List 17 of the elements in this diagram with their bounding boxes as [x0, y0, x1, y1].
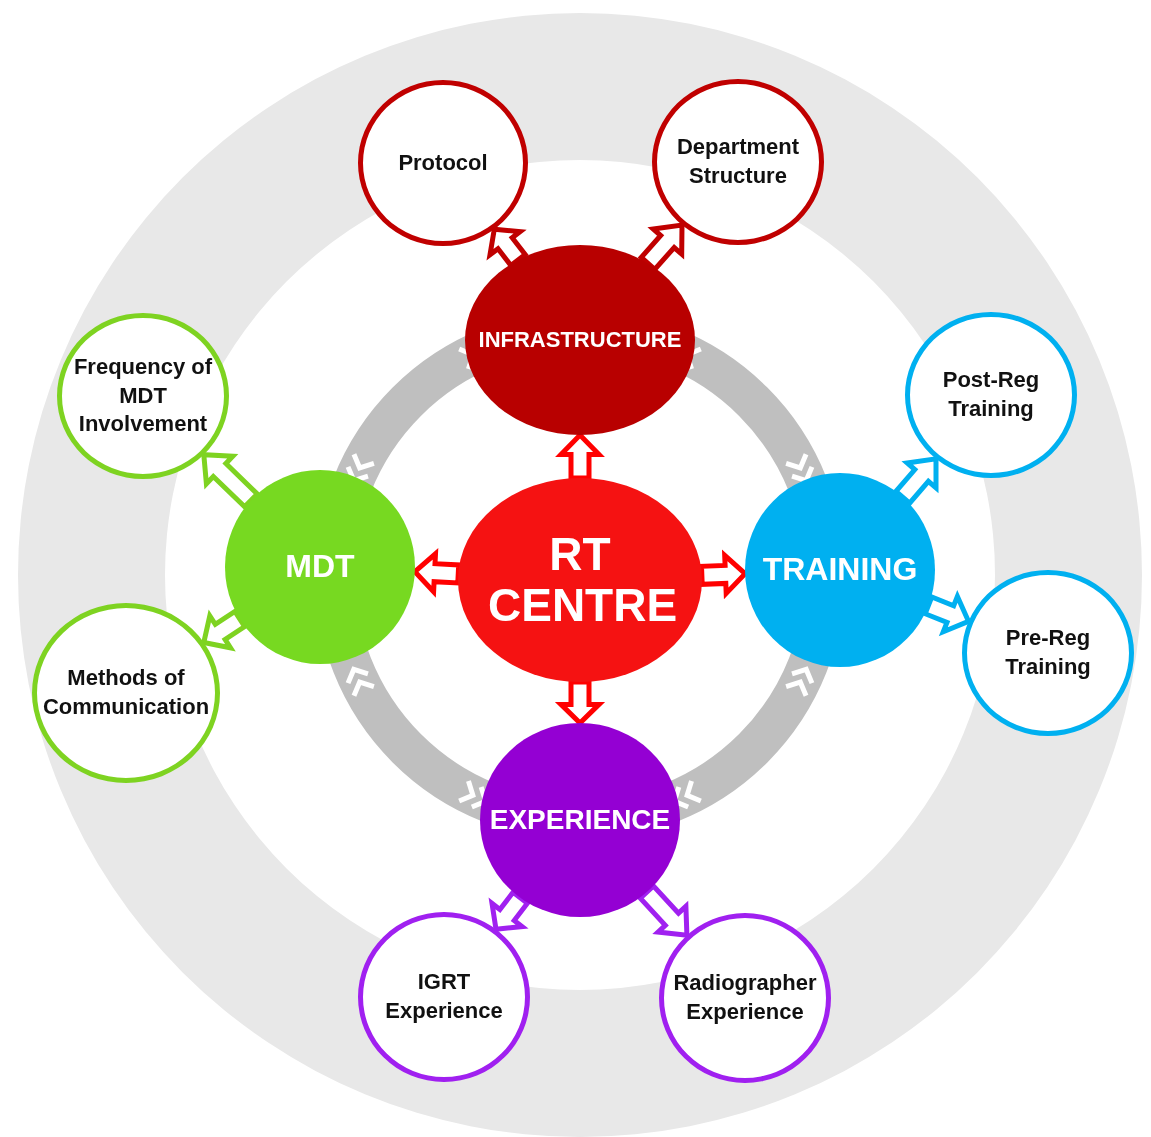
- node-label: Protocol: [398, 148, 488, 177]
- block-arrow: [201, 452, 261, 511]
- node-label: IGRT Experience: [384, 968, 504, 1025]
- node-label: Frequency of MDT Involvement: [72, 353, 214, 439]
- node-label: Methods of Communication: [41, 664, 211, 721]
- block-arrow: [636, 882, 690, 939]
- block-arrow: [892, 455, 939, 507]
- node-label: Department Structure: [675, 133, 801, 190]
- node-label: EXPERIENCE: [489, 802, 671, 837]
- node-label: Radiographer Experience: [672, 969, 818, 1026]
- block-arrow: [200, 608, 249, 652]
- node-label: Pre-Reg Training: [1004, 624, 1092, 681]
- node-label: Post-Reg Training: [941, 366, 1041, 423]
- node-label: MDT: [285, 547, 355, 587]
- node-label: INFRASTRUCTURE: [478, 325, 682, 354]
- node-label: TRAINING: [762, 550, 918, 590]
- block-arrow: [488, 888, 531, 933]
